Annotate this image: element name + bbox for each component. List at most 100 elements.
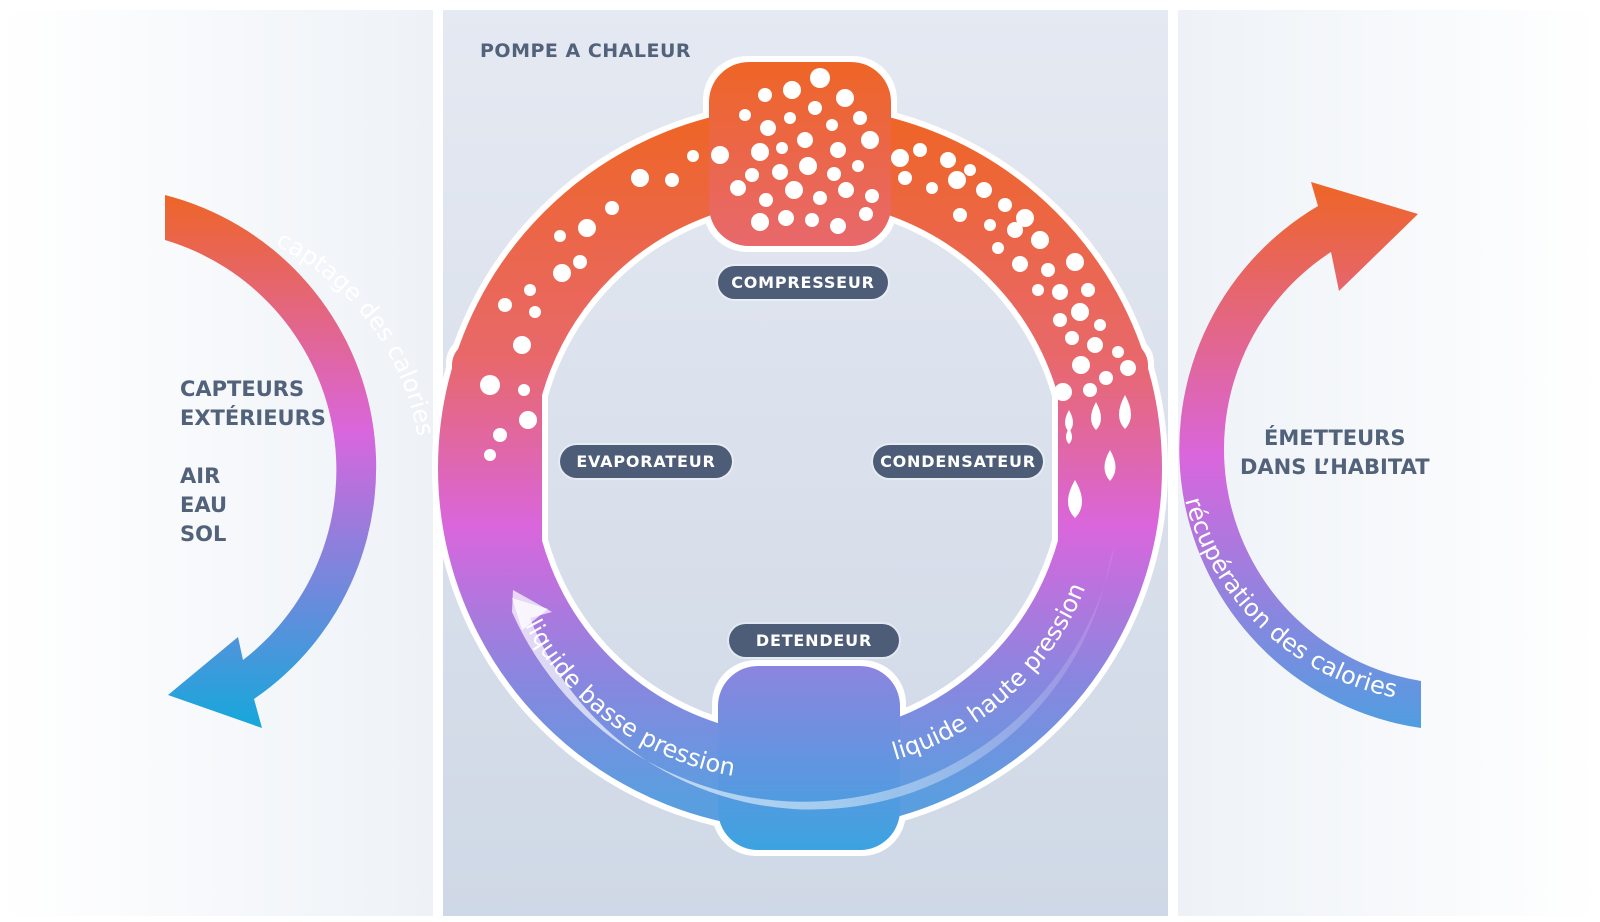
outdoor-line: EXTÉRIEURS (180, 406, 326, 430)
bubble (813, 191, 827, 205)
bubble (1071, 303, 1089, 321)
compressor-label: COMPRESSEUR (718, 266, 888, 299)
bubble (852, 160, 864, 172)
bubble (739, 109, 751, 121)
indoor-panel (1178, 10, 1600, 916)
bubble (826, 119, 838, 131)
indoor-line: ÉMETTEURS (1264, 426, 1406, 450)
bubble (1094, 319, 1106, 331)
left-collection-arrow (165, 195, 377, 728)
bubble (830, 142, 846, 158)
bubble (964, 164, 976, 176)
bubble (836, 89, 854, 107)
bubble (493, 428, 507, 442)
bubble (992, 242, 1004, 254)
bubble (1072, 356, 1090, 374)
bubble (830, 218, 846, 234)
bubble (1065, 331, 1079, 345)
bubble (554, 230, 566, 242)
bubble (940, 152, 956, 168)
bubble (785, 181, 803, 199)
indoor-emitters: ÉMETTEURS DANS L’HABITAT (1240, 424, 1430, 482)
expansion-valve-label: DETENDEUR (729, 624, 899, 657)
bubble (797, 132, 813, 148)
bubble (1041, 263, 1055, 277)
bubble (1054, 383, 1072, 401)
bubble (498, 298, 512, 312)
outdoor-line: SOL (180, 522, 227, 546)
condensation-droplets (1065, 395, 1131, 518)
bubble (1112, 346, 1124, 358)
bubble (631, 169, 649, 187)
bubble (730, 180, 746, 196)
bubble (484, 449, 496, 461)
bubble (976, 182, 992, 198)
expansion-valve-block (718, 666, 900, 850)
bubble (913, 143, 927, 157)
bubble (998, 198, 1012, 212)
evaporator-label: EVAPORATEUR (560, 445, 732, 478)
bubble (810, 68, 830, 88)
bubble (745, 168, 759, 182)
bubble (784, 112, 796, 124)
bubble (1081, 283, 1095, 297)
bubble (1016, 209, 1034, 227)
bubble (853, 111, 867, 125)
bubble (513, 336, 531, 354)
bubble (1083, 383, 1097, 397)
indoor-line: DANS L’HABITAT (1240, 455, 1430, 479)
bubble (518, 384, 530, 396)
bubble (948, 171, 966, 189)
bubble (838, 182, 854, 198)
bubble (524, 284, 536, 296)
bubble (1099, 371, 1113, 385)
outdoor-sources: CAPTEURS EXTÉRIEURS AIR EAU SOL (180, 375, 326, 549)
refrigerant-circuit (432, 56, 1168, 856)
bubble (1052, 284, 1068, 300)
bubble (751, 143, 769, 161)
bubble (861, 131, 879, 149)
bubble (1066, 253, 1084, 271)
bubble (751, 213, 769, 231)
flow-arrow-head (512, 598, 548, 630)
diagram-title: POMPE A CHALEUR (480, 40, 692, 62)
bubble (605, 201, 619, 215)
bubble (926, 182, 938, 194)
bubble (827, 167, 841, 181)
bubble (1012, 256, 1028, 272)
bubble (759, 193, 773, 207)
right-recovery-arrow (1179, 182, 1421, 728)
bubble (519, 411, 537, 429)
bubble (760, 120, 776, 136)
bubble (578, 219, 596, 237)
bubble (553, 264, 571, 282)
evaporator-block (452, 341, 542, 585)
bubble (1031, 231, 1049, 249)
bubble (984, 219, 996, 231)
bubble (1032, 284, 1044, 296)
vapor-bubbles (480, 68, 1136, 461)
bubble (711, 146, 729, 164)
outdoor-line: EAU (180, 493, 228, 517)
bubble (778, 210, 794, 226)
bubble (573, 255, 587, 269)
outdoor-line: AIR (180, 464, 221, 488)
bubble (776, 142, 788, 154)
outdoor-line: CAPTEURS (180, 377, 305, 401)
bubble (953, 208, 967, 222)
compressor-block (709, 62, 891, 246)
bubble (865, 189, 879, 203)
bubble (687, 150, 699, 162)
bubble (783, 81, 801, 99)
condenser-label: CONDENSATEUR (873, 445, 1043, 478)
bubble (1053, 313, 1067, 327)
bubble (805, 213, 819, 227)
bubble (665, 173, 679, 187)
bubble (891, 149, 909, 167)
bubble (859, 207, 873, 221)
bubble (898, 171, 912, 185)
bubble (529, 306, 541, 318)
bubble (758, 88, 772, 102)
bubble (799, 157, 817, 175)
